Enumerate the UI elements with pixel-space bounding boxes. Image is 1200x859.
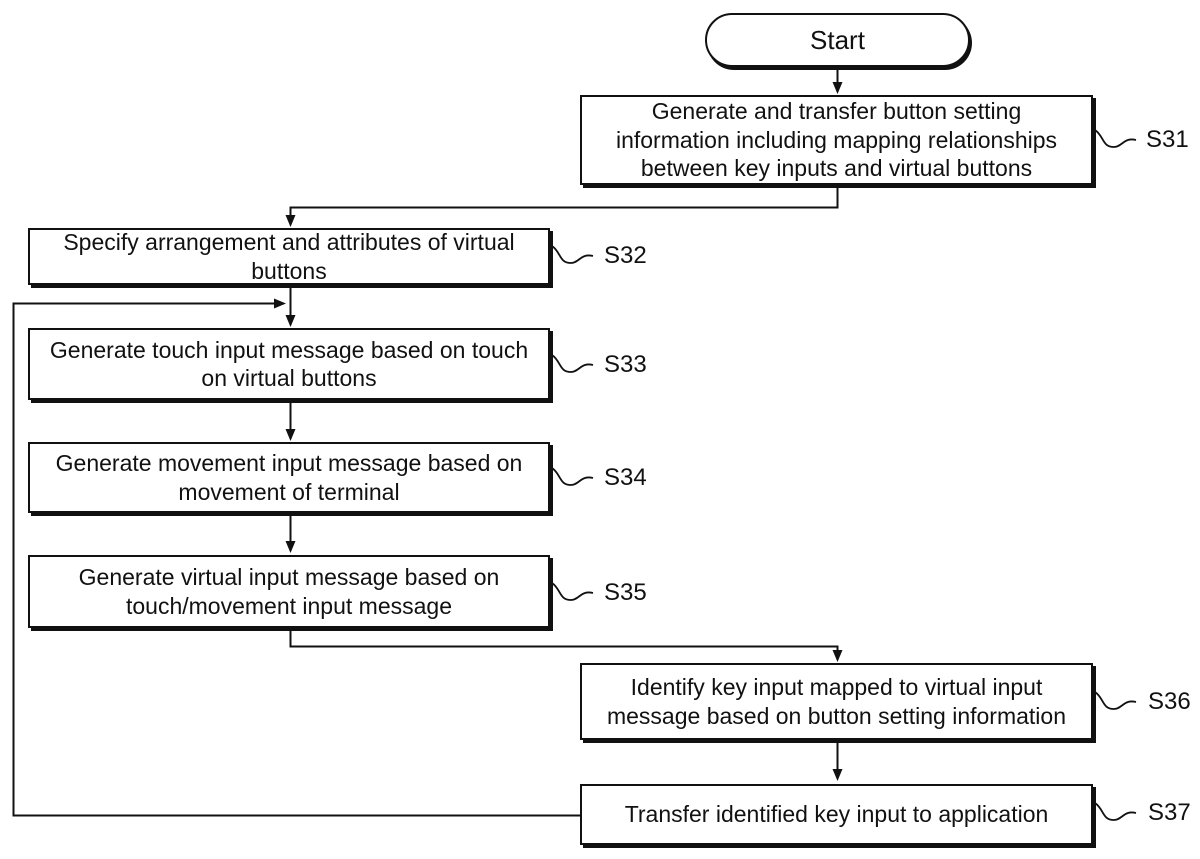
arrow-s31-to-s32	[285, 185, 839, 227]
node-s37: Transfer identified key input to applica…	[580, 784, 1093, 845]
node-s33-text: Generate touch input message based on to…	[49, 336, 529, 392]
step-label-s33: S33	[604, 351, 647, 378]
label-connector-s36	[1094, 691, 1137, 710]
step-label-s35: S35	[604, 579, 647, 606]
step-label-s34: S34	[604, 464, 647, 491]
node-s33: Generate touch input message based on to…	[28, 328, 550, 400]
node-s36: Identify key input mapped to virtual inp…	[580, 663, 1093, 740]
label-connector-s33	[551, 354, 594, 373]
feedback-s37-to-s33	[12, 298, 580, 817]
node-s35-text: Generate virtual input message based on …	[78, 564, 500, 619]
node-s34-text: Generate movement input message based on…	[55, 450, 523, 505]
step-label-s36: S36	[1148, 688, 1191, 715]
label-connector-s37	[1094, 802, 1137, 821]
label-connector-s34	[551, 467, 594, 486]
start-terminal: Start	[705, 13, 970, 67]
arrow-s35-to-s36	[289, 628, 843, 662]
node-s34: Generate movement input message based on…	[28, 442, 550, 513]
node-s32-text: Specify arrangement and attributes of vi…	[63, 229, 515, 284]
step-label-s32: S32	[604, 242, 647, 269]
start-terminal-text: Start	[810, 24, 865, 55]
label-connector-s31	[1094, 129, 1137, 148]
node-s35: Generate virtual input message based on …	[28, 555, 550, 628]
node-s32: Specify arrangement and attributes of vi…	[28, 228, 550, 285]
label-connector-s32	[551, 245, 594, 264]
step-label-s37: S37	[1148, 799, 1191, 826]
node-s37-text: Transfer identified key input to applica…	[624, 801, 1049, 828]
node-s31: Generate and transfer button setting inf…	[580, 95, 1093, 185]
step-label-s31: S31	[1146, 126, 1189, 153]
node-s31-text: Generate and transfer button setting inf…	[615, 98, 1058, 182]
label-connector-s35	[551, 582, 594, 601]
node-s36-text: Identify key input mapped to virtual inp…	[606, 674, 1066, 729]
